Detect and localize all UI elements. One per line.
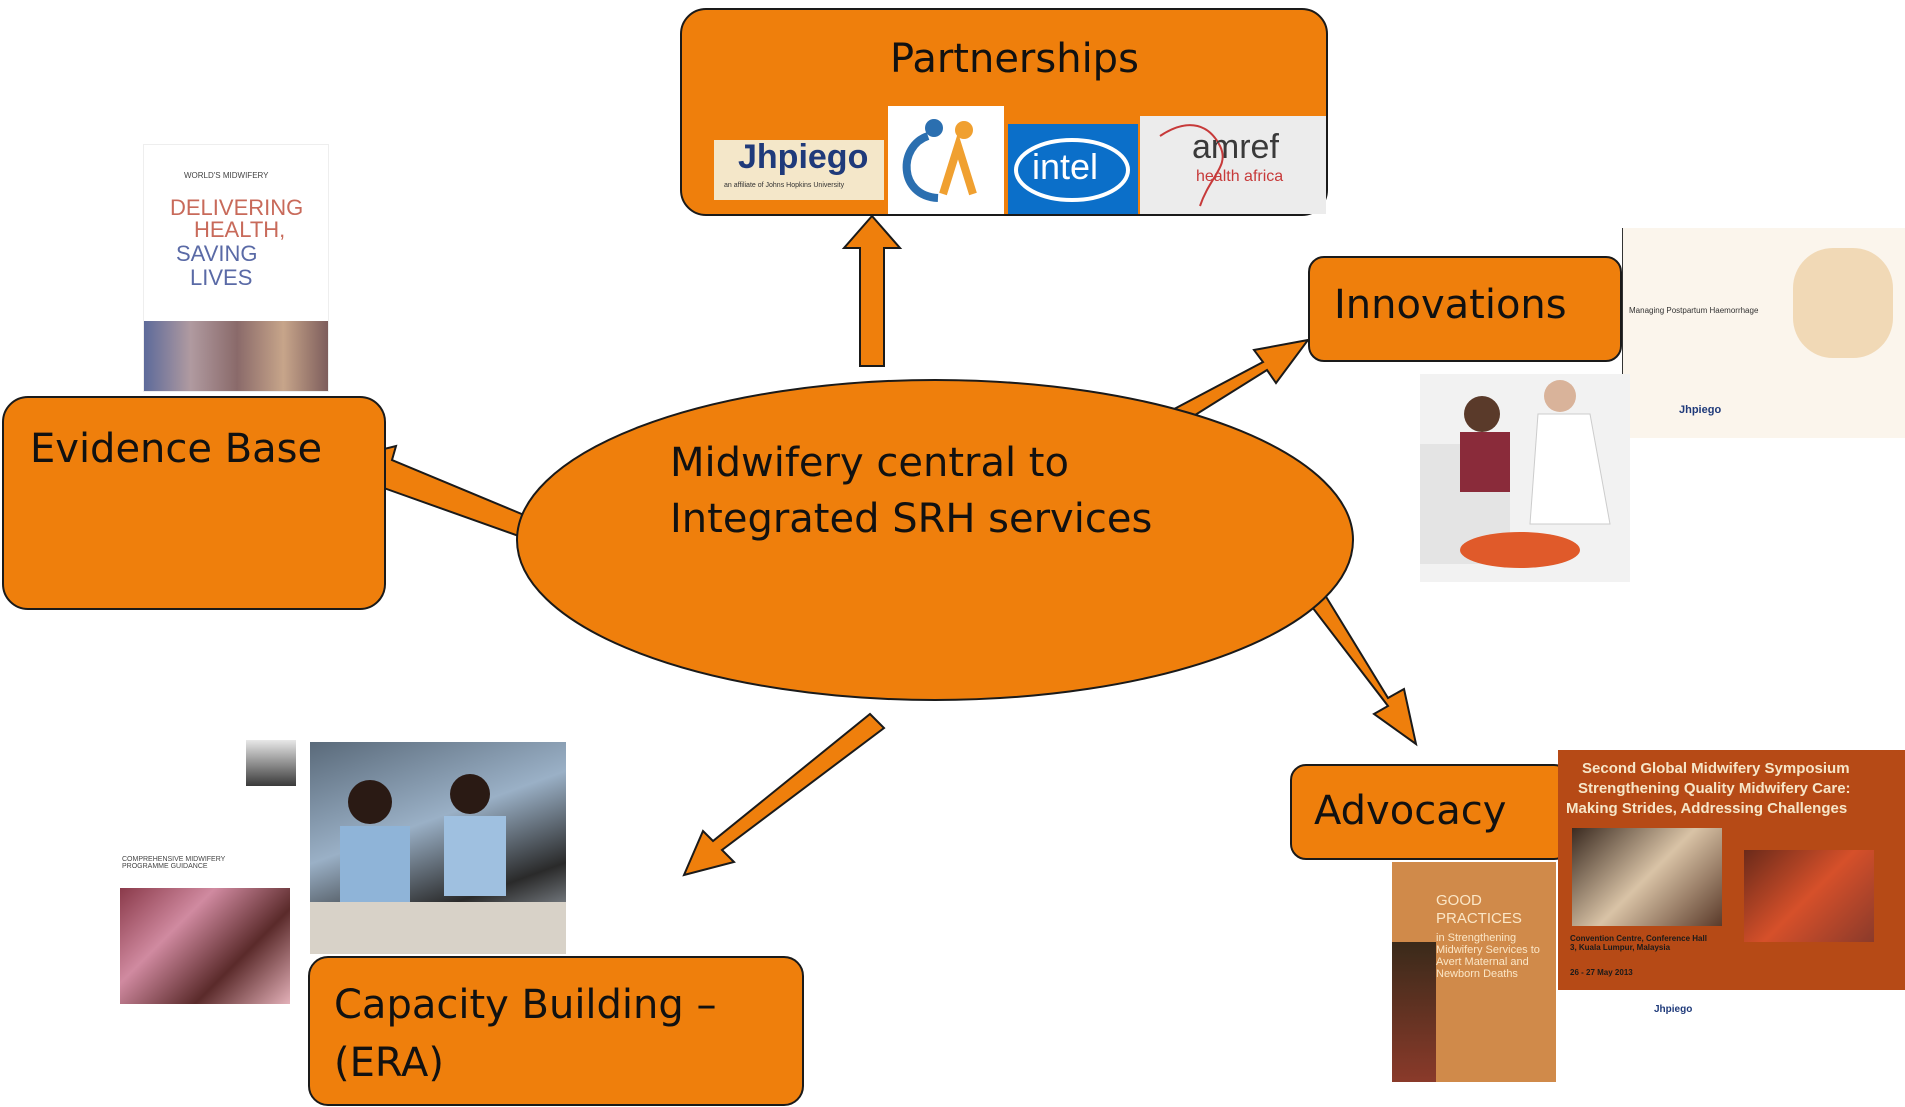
- pph-brand: Jhpiego: [1679, 404, 1722, 416]
- jhpiego-logo-text: Jhpiego: [738, 140, 869, 176]
- innovations-label: Innovations: [1334, 282, 1567, 328]
- amref-logo-sub: health africa: [1196, 168, 1284, 185]
- good-practices-l2: PRACTICES: [1436, 910, 1522, 927]
- cover-line1: DELIVERING: [170, 195, 304, 220]
- advocacy-node: [1290, 764, 1570, 860]
- cover-top-text: WORLD'S MIDWIFERY: [184, 171, 269, 180]
- arrow-to-capacity-building: [682, 712, 886, 877]
- symposium-t3: Making Strides, Addressing Challenges: [1566, 800, 1848, 817]
- jhpiego-logo: Jhpiego an affiliate of Johns Hopkins Un…: [714, 140, 884, 200]
- symposium-photo-left: [1572, 828, 1722, 926]
- partnerships-label: Partnerships: [890, 36, 1139, 82]
- intel-swoosh: [1014, 138, 1130, 202]
- advocacy-label: Advocacy: [1314, 788, 1507, 834]
- pph-simulation-photo: [1420, 374, 1630, 582]
- symposium-dates: 26 - 27 May 2013: [1570, 968, 1633, 977]
- capacity-building-label-line1: Capacity Building –: [334, 982, 717, 1028]
- evidence-base-label: Evidence Base: [30, 426, 323, 472]
- cover-line3: SAVING: [176, 241, 258, 266]
- capacity-building-label-line2: (ERA): [334, 1040, 445, 1086]
- center-ellipse: [516, 379, 1354, 701]
- arrow-to-partnerships: [841, 214, 903, 367]
- symposium-t2: Strengthening Quality Midwifery Care:: [1578, 780, 1851, 797]
- simulation-illustration: [1420, 380, 1611, 568]
- africa-outline: [1159, 124, 1224, 207]
- good-practices-l3: in Strengthening Midwifery Services to A…: [1436, 932, 1540, 980]
- amref-logo: amref health africa: [1140, 116, 1326, 214]
- good-practices-cover: GOOD PRACTICES in Strengthening Midwifer…: [1392, 862, 1556, 1082]
- amref-logo-text: amref: [1192, 128, 1279, 166]
- classroom-figures: [310, 774, 566, 954]
- capacity-building-node: [308, 956, 804, 1106]
- symposium-cover: Second Global Midwifery Symposium Streng…: [1558, 750, 1905, 1032]
- center-label-line2: Integrated SRH services: [670, 496, 1153, 542]
- cover-photo-strip: [144, 321, 328, 391]
- cmpg-cover: COMPREHENSIVE MIDWIFERY PROGRAMME GUIDAN…: [114, 796, 296, 1008]
- symposium-t1: Second Global Midwifery Symposium: [1582, 760, 1850, 777]
- innovations-node: [1308, 256, 1622, 362]
- evidence-base-node: [2, 396, 386, 610]
- center-label-line1: Midwifery central to: [670, 440, 1069, 486]
- symposium-venue: Convention Centre, Conference Hall 3, Ku…: [1570, 934, 1707, 952]
- intel-logo: intel: [1008, 124, 1138, 214]
- symposium-footer: Jhpiego: [1558, 990, 1905, 1032]
- cover-line4: LIVES: [190, 265, 253, 290]
- delivering-health-cover: WORLD'S MIDWIFERY DELIVERING HEALTH, SAV…: [143, 144, 329, 392]
- midwives-association-logo: [888, 106, 1004, 214]
- classroom-photo: [310, 742, 566, 954]
- small-portrait-photo: [246, 740, 296, 786]
- pph-title: Managing Postpartum Haemorrhage: [1629, 306, 1759, 315]
- symposium-photo-right: [1744, 850, 1874, 942]
- cmpg-title: COMPREHENSIVE MIDWIFERY PROGRAMME GUIDAN…: [122, 856, 226, 870]
- pph-cover: Managing Postpartum Haemorrhage Jhpiego: [1622, 228, 1905, 438]
- good-practices-l1: GOOD: [1436, 892, 1482, 909]
- jhpiego-logo-sub: an affiliate of Johns Hopkins University: [724, 182, 845, 189]
- cmpg-photo: [120, 888, 290, 1004]
- cover-line2: HEALTH,: [194, 217, 286, 242]
- good-practices-photo: [1392, 942, 1436, 1082]
- symposium-brand: Jhpiego: [1654, 1004, 1693, 1015]
- intel-logo-text: intel: [1032, 146, 1099, 187]
- pph-decor: [1793, 248, 1893, 358]
- midwives-association-emblem: [902, 119, 977, 202]
